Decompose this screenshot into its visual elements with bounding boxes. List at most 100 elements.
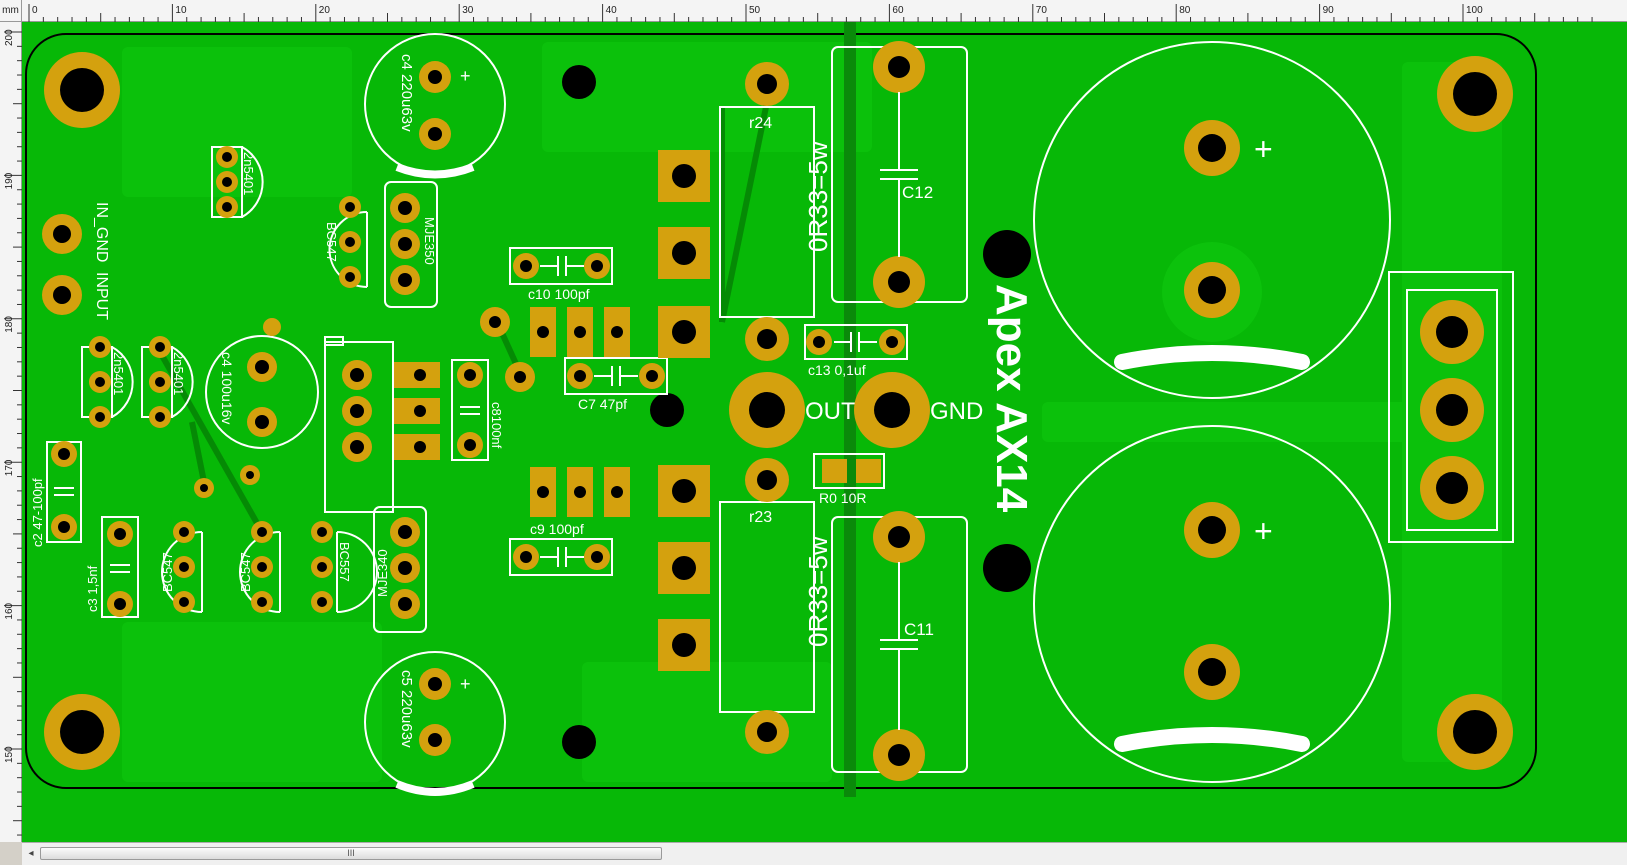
in-gnd-label: IN_GND xyxy=(93,202,110,262)
q-2n5401-right-label: 2n5401 xyxy=(171,352,186,395)
r23-value: 0R33=5w xyxy=(803,536,833,647)
r23-label: r23 xyxy=(749,509,772,526)
ruler-tick-label: 150 xyxy=(4,746,15,763)
transistor-bc557[interactable] xyxy=(311,521,378,613)
mje350-label: MJE350 xyxy=(422,217,437,265)
gnd-pad[interactable] xyxy=(854,372,930,448)
capacitor-c10[interactable] xyxy=(509,247,613,285)
r24-label: r24 xyxy=(749,115,772,132)
bc547-b-label: BC547 xyxy=(238,552,253,592)
output-transistor-pads[interactable] xyxy=(658,150,710,671)
input-label: INPUT xyxy=(93,272,110,320)
ruler-tick-label: 20 xyxy=(319,5,331,16)
ruler-tick-label: 200 xyxy=(4,29,15,46)
capacitor-c12[interactable] xyxy=(831,41,968,308)
mount-hole-top-right xyxy=(1437,56,1513,132)
big-capacitor-top[interactable] xyxy=(1033,41,1391,399)
ruler-tick-label: 190 xyxy=(4,172,15,189)
ruler-tick-label: 0 xyxy=(32,5,38,16)
c4-mid-label: c4 100u16v xyxy=(219,352,235,424)
c9-label: c9 100pf xyxy=(530,521,584,537)
capacitor-c2[interactable] xyxy=(46,441,82,543)
capacitor-c9[interactable] xyxy=(509,538,613,576)
power-connector[interactable] xyxy=(1388,271,1514,543)
c10-label: c10 100pf xyxy=(528,286,590,302)
pcb-canvas[interactable]: IN_GND INPUT c4 220u63v + c5 220u63v + c… xyxy=(22,22,1627,842)
transistor-2n5401-top[interactable] xyxy=(211,146,264,218)
plus-icon: + xyxy=(1254,131,1273,167)
q-2n5401-top-label: 2n5401 xyxy=(241,152,256,195)
ruler-tick-label: 100 xyxy=(1466,5,1483,16)
c12-label: C12 xyxy=(902,183,933,202)
ruler-tick-label: 170 xyxy=(4,459,15,476)
board-title: Apex AX14 xyxy=(987,284,1036,513)
scrollbar-thumb[interactable]: III xyxy=(40,847,662,860)
ruler-tick-label: 30 xyxy=(462,5,474,16)
trimmer-bottom[interactable] xyxy=(530,467,630,517)
mount-hole-bottom-right xyxy=(1437,694,1513,770)
ruler-tick-label: 90 xyxy=(1323,5,1335,16)
scroll-left-arrow-icon[interactable]: ◂ xyxy=(28,848,34,859)
mje340-label: MJE340 xyxy=(375,549,390,597)
plus-icon: + xyxy=(1254,513,1273,549)
plus-icon: + xyxy=(460,66,471,86)
capacitor-c7[interactable] xyxy=(564,357,668,395)
ruler-tick-label: 40 xyxy=(606,5,618,16)
c7-label: C7 47pf xyxy=(578,396,627,412)
capacitor-c4-mid[interactable] xyxy=(205,318,319,449)
drill-holes xyxy=(562,65,1031,759)
transistor-mje340[interactable] xyxy=(373,506,427,633)
mount-hole-bottom-left xyxy=(44,694,120,770)
transistor-2n5401-right[interactable] xyxy=(141,336,194,428)
c2-label: c2 47-100pf xyxy=(30,478,45,547)
trimmer-top[interactable] xyxy=(530,307,630,357)
out-label: OUT xyxy=(805,398,856,425)
ruler-tick-label: 70 xyxy=(1036,5,1048,16)
c11-label: C11 xyxy=(904,620,934,639)
vias xyxy=(194,307,535,498)
c8-label: c8100nf xyxy=(489,402,504,449)
ruler-tick-label: 50 xyxy=(749,5,761,16)
gnd-label: GND xyxy=(930,398,983,425)
input-pads[interactable] xyxy=(42,214,82,315)
resistor-r23[interactable] xyxy=(719,458,815,754)
capacitor-c11[interactable] xyxy=(831,511,968,781)
big-capacitor-bottom[interactable] xyxy=(1033,425,1391,783)
transistor-bc547-b[interactable] xyxy=(239,521,281,613)
q-2n5401-left-label: 2n5401 xyxy=(111,352,126,395)
plus-icon: + xyxy=(460,674,471,694)
capacitor-c5-bottom[interactable] xyxy=(364,651,506,796)
resistor-r24[interactable] xyxy=(719,62,815,361)
mount-hole-top-left xyxy=(44,52,120,128)
bc547-top-label: BC547 xyxy=(324,222,339,262)
ruler-tick-label: 60 xyxy=(892,5,904,16)
bc547-a-label: BC547 xyxy=(160,552,175,592)
ruler-tick-label: 160 xyxy=(4,602,15,619)
ruler-tick-label: 180 xyxy=(4,316,15,333)
horizontal-scrollbar[interactable]: ◂ III xyxy=(22,842,1627,865)
ruler-tick-label: 80 xyxy=(1179,5,1191,16)
mounting-holes xyxy=(44,52,1513,770)
c3-label: c3 1,5nf xyxy=(85,565,100,612)
capacitor-c13[interactable] xyxy=(804,324,908,360)
out-pad[interactable] xyxy=(729,372,805,448)
bc557-label: BC557 xyxy=(337,542,352,582)
board-outline xyxy=(25,33,1537,789)
capacitor-c8[interactable] xyxy=(451,359,489,461)
c4-top-label: c4 220u63v xyxy=(398,54,415,132)
transistor-bc547-a[interactable] xyxy=(161,521,203,613)
pcb-layout[interactable]: IN_GND INPUT c4 220u63v + c5 220u63v + c… xyxy=(22,22,1627,842)
vertical-ruler-scale: 200 190 180 170 160 150 xyxy=(4,29,22,836)
ruler-unit-label: mm xyxy=(0,0,22,22)
capacitor-c4-top[interactable] xyxy=(364,33,506,179)
capacitor-c3[interactable] xyxy=(101,516,139,618)
r24-value: 0R33=5w xyxy=(803,141,833,252)
resistor-r0[interactable] xyxy=(813,453,885,489)
transistor-mje350[interactable] xyxy=(384,181,438,308)
transistor-2n5401-left[interactable] xyxy=(81,336,134,428)
r0-label: R0 10R xyxy=(819,490,866,506)
driver-transistor-block[interactable] xyxy=(324,336,440,513)
transistor-bc547-top[interactable] xyxy=(328,196,368,288)
